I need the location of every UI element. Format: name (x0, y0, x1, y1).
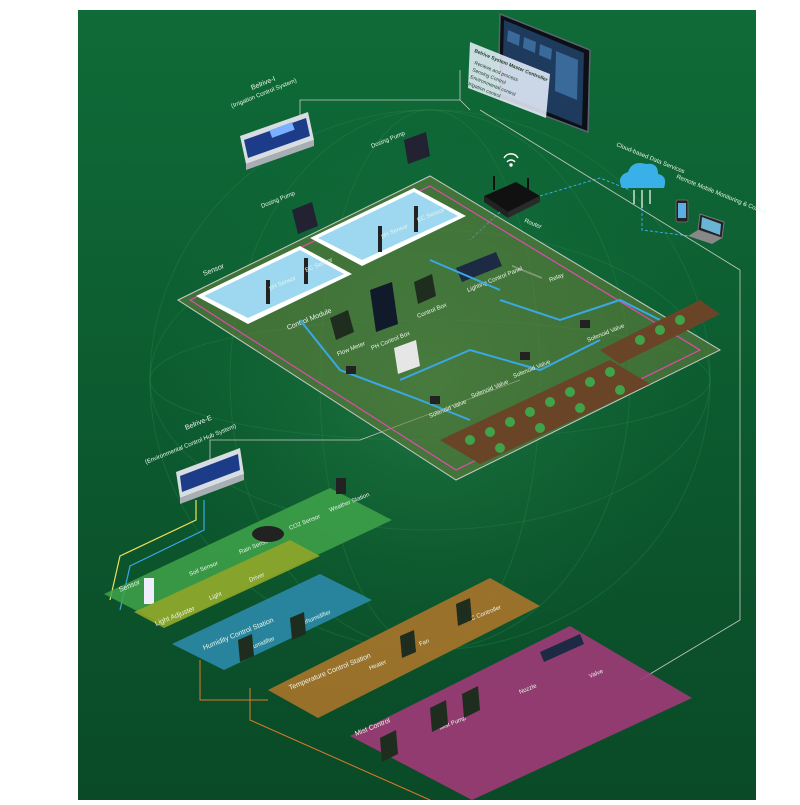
phone-icon (675, 199, 689, 223)
sensor-probe (266, 206, 418, 304)
humidity-device (238, 634, 254, 662)
nutrient-tank (196, 246, 352, 324)
layer-item: Driver (249, 572, 266, 584)
belrive-e-controller (176, 448, 244, 504)
sensor-device (144, 578, 154, 604)
module-label: Relay (549, 273, 565, 284)
wifi-icon (503, 153, 519, 167)
mist-device (380, 730, 398, 762)
layer-item: Valve (589, 669, 605, 680)
layer-item: Fan (419, 638, 431, 647)
control-box (330, 252, 502, 374)
mist-device (430, 700, 448, 732)
router (484, 176, 540, 218)
layer-item: Light (209, 591, 224, 602)
mist-device (540, 634, 584, 662)
temperature-device (400, 630, 416, 658)
plants (465, 315, 685, 453)
water-pipes (299, 259, 661, 421)
solenoid-valve (346, 320, 590, 404)
cloud-icon (620, 163, 666, 208)
laptop-icon (688, 213, 725, 244)
layer-mist: Mist Control Mist Pump Nozzle Valve (350, 626, 692, 800)
lower-wires (199, 660, 431, 801)
sensor-device (252, 526, 284, 542)
sensor-device (336, 478, 346, 494)
nutrient-tank (310, 188, 466, 266)
dosing-pump (292, 132, 430, 234)
temperature-device (456, 598, 472, 626)
belrive-i-controller (240, 112, 314, 170)
humidity-device (290, 612, 306, 640)
layer-sensor: Sensor Soil Sensor Rain Sensor CO2 Senso… (104, 478, 392, 626)
mist-device (462, 686, 480, 718)
